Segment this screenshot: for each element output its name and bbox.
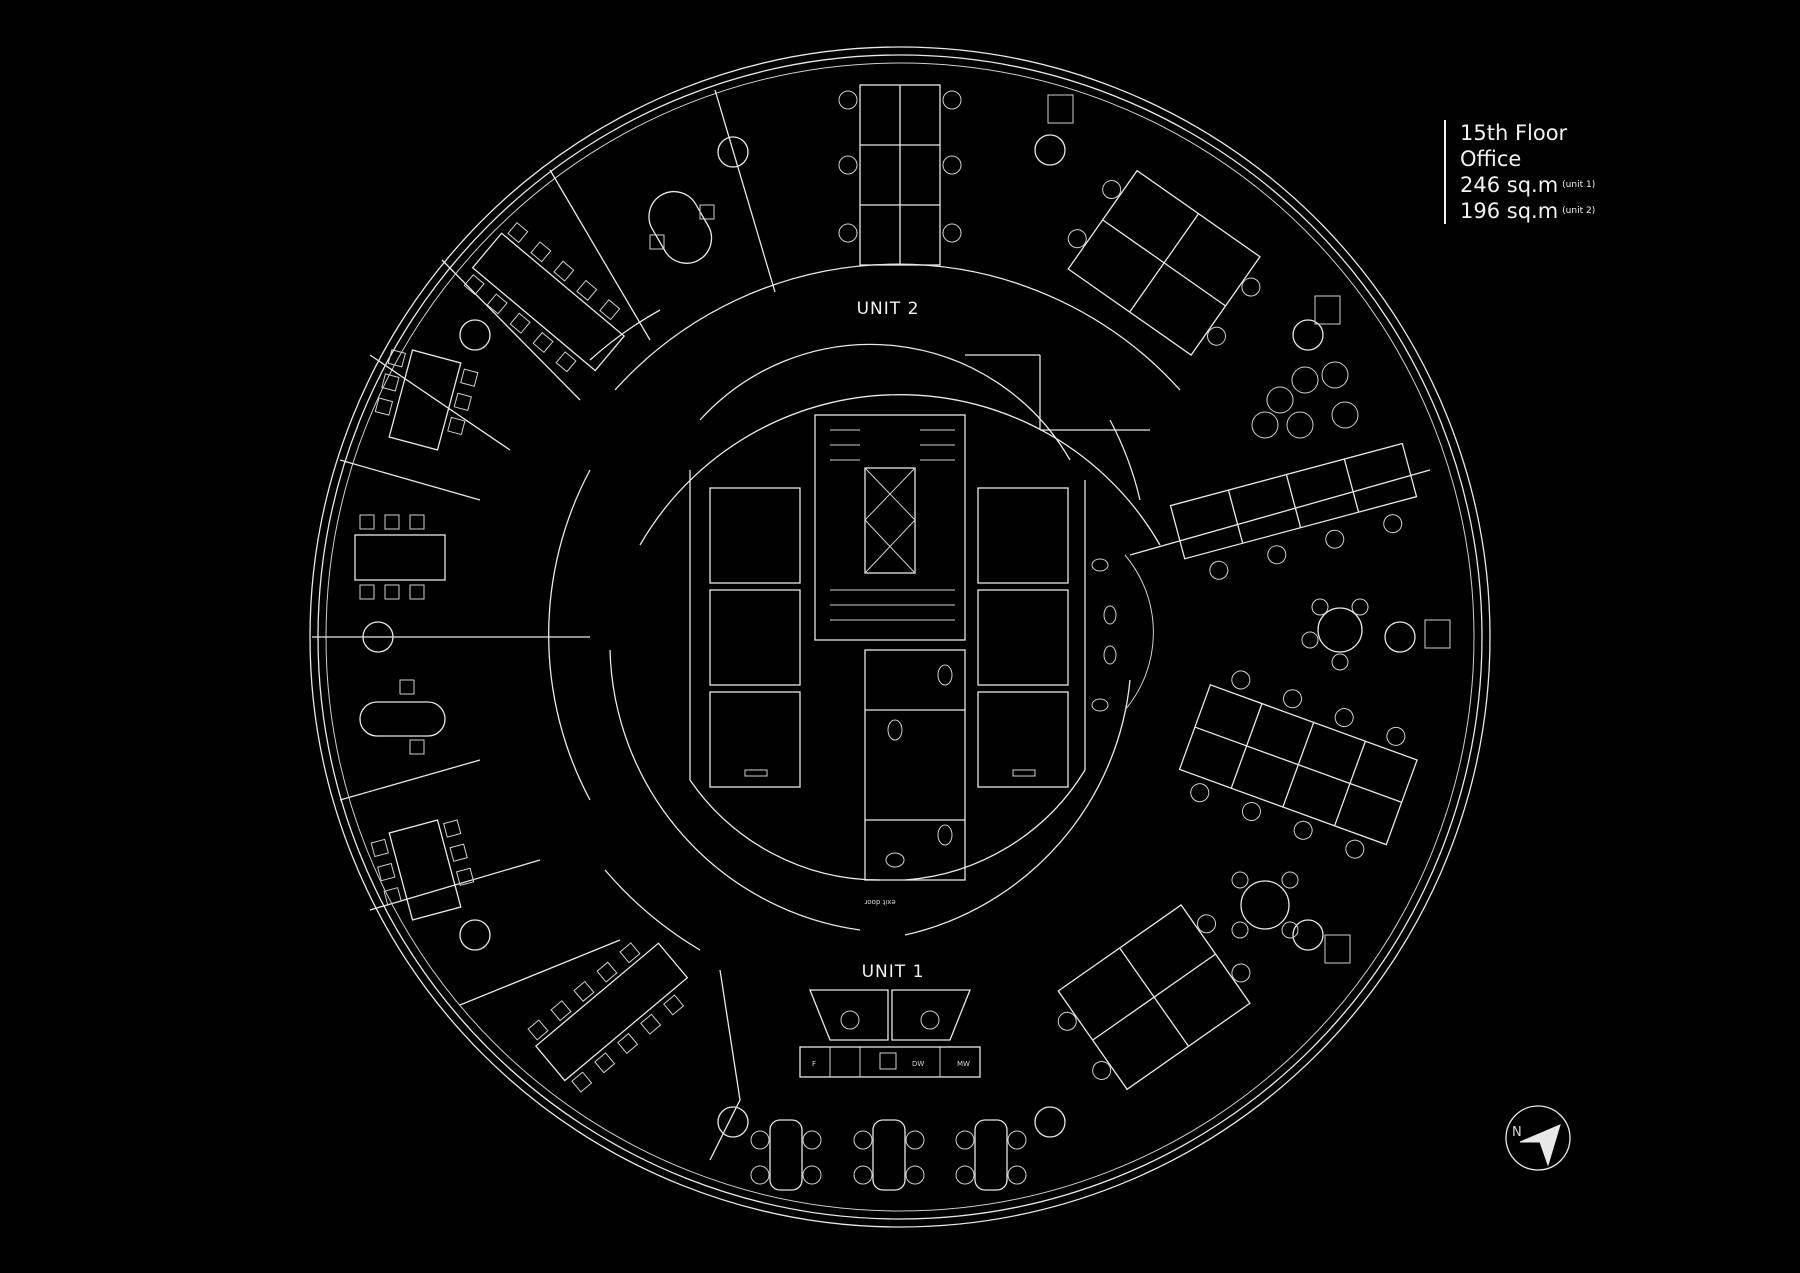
workstations-south: [1057, 904, 1251, 1091]
workstations-southeast: [1178, 670, 1418, 859]
floor-info-panel: 15th Floor Office 246 sq.m(unit 1) 196 s…: [1444, 120, 1595, 224]
core-wall-bottom-right: [904, 679, 1131, 936]
round-table-southeast: [1231, 871, 1299, 939]
unit-2-area: 196 sq.m(unit 2): [1460, 199, 1596, 223]
corridor-wall-east: [1109, 419, 1141, 501]
floor-name: 15th Floor: [1460, 121, 1568, 145]
lifts-west: [709, 487, 801, 788]
restrooms: [864, 554, 1154, 881]
round-table-east: [1301, 598, 1369, 671]
outer-wall: [309, 46, 1491, 1228]
unit-2-label: UNIT 2: [857, 299, 920, 319]
north-label: N: [1512, 1125, 1522, 1140]
core-inner-right: [904, 480, 1086, 881]
radial-walls-unit1: [339, 759, 741, 1161]
workstations-north: [838, 84, 962, 266]
workstations-northeast: [1067, 169, 1261, 356]
stair-core: [814, 414, 966, 641]
floor-use: Office: [1460, 147, 1522, 171]
workstations-east-row: [1169, 442, 1418, 580]
core-inner-top: [699, 343, 1071, 461]
oval-table-north: [648, 190, 715, 264]
lounge-east: [1251, 361, 1359, 439]
east-partition: [1129, 469, 1431, 556]
dishwasher-label: DW: [912, 1060, 924, 1068]
microwave-label: MW: [957, 1060, 970, 1068]
unit-1-label: UNIT 1: [862, 962, 925, 982]
fridge-label: F: [812, 1060, 816, 1068]
exit-door-label: exit door: [864, 898, 895, 906]
core-wall-bottom-left: [609, 649, 861, 931]
core-wall-top: [639, 394, 1161, 546]
unit-2-note: (unit 2): [1562, 206, 1596, 216]
corridor-wall-west: [548, 469, 591, 801]
core-inner-left: [689, 470, 881, 881]
meeting-room-west-1: [374, 349, 479, 451]
corridor-wall-south: [604, 869, 701, 951]
radial-walls-unit2: [339, 89, 1150, 501]
meeting-room-west-3: [370, 819, 475, 921]
meeting-room-west-2: [354, 514, 446, 600]
oval-table-west: [359, 679, 446, 755]
north-arrow: [1505, 1105, 1571, 1171]
booths-south: [750, 1119, 1027, 1191]
meeting-room-northwest: [463, 221, 626, 373]
unit-1-area: 246 sq.m(unit 1): [1460, 173, 1596, 197]
columns: [362, 134, 1416, 1138]
meeting-room-southwest: [527, 942, 689, 1093]
pantry-counter: [799, 1046, 981, 1078]
corridor-wall-north: [614, 263, 1181, 391]
unit-1-note: (unit 1): [1562, 180, 1596, 190]
reception-desks: [809, 989, 971, 1041]
printer-stations: [1047, 94, 1451, 964]
lifts-east: [977, 487, 1069, 788]
